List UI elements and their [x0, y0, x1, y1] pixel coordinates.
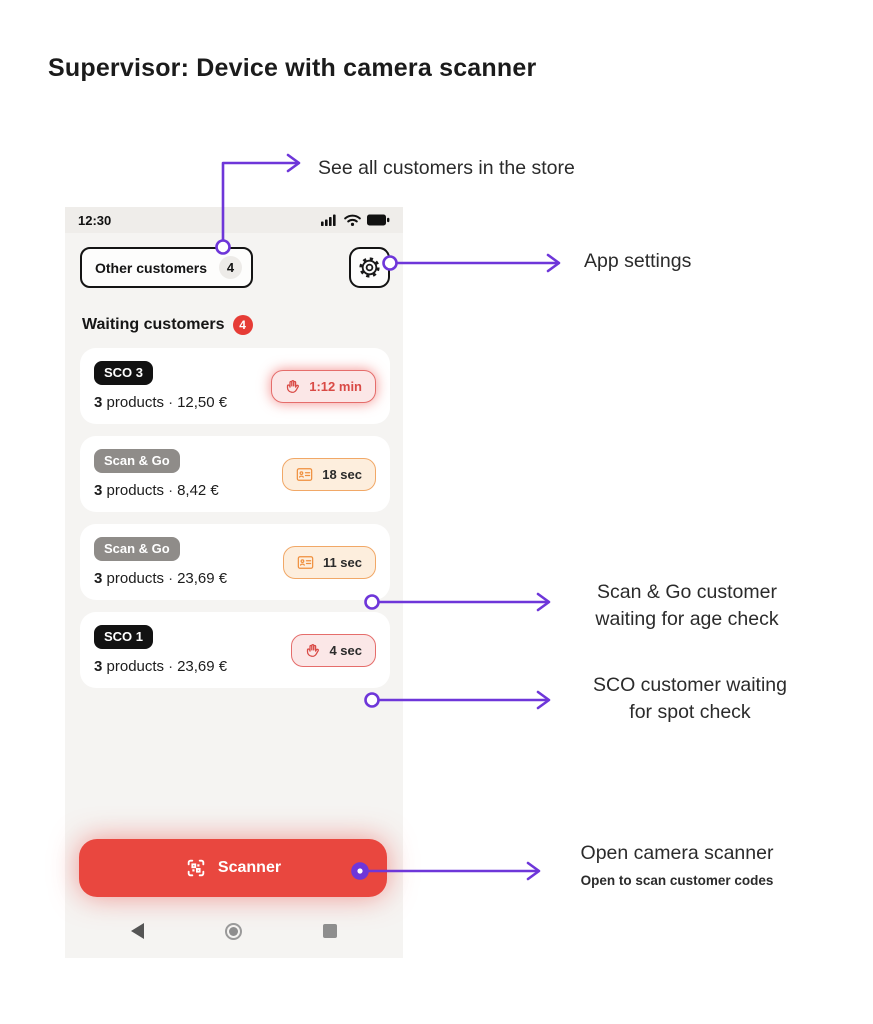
timer-value: 18 sec: [322, 466, 362, 482]
annotation-open-scanner-subtitle: Open to scan customer codes: [580, 873, 774, 888]
spot-check-timer: 4 sec: [291, 633, 376, 667]
annotation-spot-check-line2: for spot check: [629, 700, 751, 723]
signal-icon: [321, 214, 336, 226]
annotation-see-all: See all customers in the store: [318, 157, 575, 179]
annotation-app-settings: App settings: [584, 250, 692, 272]
annotation-age-check-line2: waiting for age check: [595, 607, 779, 630]
products-label: products: [106, 570, 165, 587]
annotation-spot-check-line1: SCO customer waiting: [593, 674, 787, 696]
products-label: products: [106, 394, 165, 411]
gear-icon: [359, 257, 380, 278]
battery-icon: [367, 214, 390, 226]
separator-dot: ·: [168, 570, 174, 587]
status-icons: [321, 214, 390, 226]
checkout-tag: SCO 1: [94, 625, 154, 649]
home-icon[interactable]: [225, 922, 242, 940]
card-info: Scan & Go 3 products·23,69 €: [94, 537, 227, 587]
qr-scanner-icon: [187, 859, 205, 877]
other-customers-label: Other customers: [95, 259, 208, 276]
products-line: 3 products·23,69 €: [94, 658, 227, 675]
price: 23,69 €: [177, 658, 228, 675]
age-check-timer: 11 sec: [282, 545, 376, 579]
recent-apps-icon[interactable]: [323, 924, 337, 938]
annotation-age-check: Scan & Go customer waiting for age check: [556, 579, 818, 633]
product-count: 3: [94, 658, 103, 675]
checkout-tag: SCO 3: [94, 361, 154, 385]
waiting-customers-count-badge: 4: [232, 315, 253, 335]
card-info: Scan & Go 3 products·8,42 €: [94, 449, 219, 499]
waiting-customers-title: Waiting customers: [82, 316, 225, 333]
product-count: 3: [94, 394, 103, 411]
settings-button[interactable]: [349, 247, 390, 288]
products-line: 3 products·8,42 €: [94, 482, 219, 499]
wifi-icon: [344, 214, 361, 226]
annotation-age-check-line1: Scan & Go customer: [597, 581, 777, 603]
price: 23,69 €: [177, 570, 228, 587]
product-count: 3: [94, 482, 103, 499]
checkout-tag: Scan & Go: [94, 449, 180, 473]
hand-icon: [307, 643, 320, 657]
timer-value: 11 sec: [322, 554, 362, 570]
scanner-button[interactable]: Scanner: [79, 839, 387, 897]
customer-card[interactable]: SCO 3 3 products·12,50 € 1:12 min: [80, 348, 390, 424]
age-check-timer: 18 sec: [282, 457, 376, 491]
checkout-tag: Scan & Go: [94, 537, 180, 561]
phone-header: Other customers 4: [65, 233, 403, 288]
timer-value: 4 sec: [329, 642, 362, 658]
separator-dot: ·: [168, 658, 174, 675]
status-bar: 12:30: [65, 207, 403, 233]
card-info: SCO 3 3 products·12,50 €: [94, 361, 227, 411]
scanner-button-label: Scanner: [217, 859, 282, 876]
product-count: 3: [94, 570, 103, 587]
other-customers-count-badge: 4: [219, 256, 243, 279]
waiting-customers-header: Waiting customers 4: [82, 315, 388, 335]
products-line: 3 products·23,69 €: [94, 570, 227, 587]
products-line: 3 products·12,50 €: [94, 394, 227, 411]
spot-check-timer: 1:12 min: [271, 369, 376, 403]
card-info: SCO 1 3 products·23,69 €: [94, 625, 227, 675]
back-icon[interactable]: [131, 923, 144, 939]
products-label: products: [106, 482, 165, 499]
customer-card[interactable]: Scan & Go 3 products·8,42 € 18 sec: [80, 436, 390, 512]
customer-card[interactable]: Scan & Go 3 products·23,69 € 11 sec: [80, 524, 390, 600]
hand-icon: [287, 379, 300, 393]
annotation-open-scanner: Open camera scanner Open to scan custome…: [546, 842, 808, 888]
home-icon-dot: [229, 926, 238, 936]
annotation-spot-check: SCO customer waiting for spot check: [552, 672, 828, 726]
separator-dot: ·: [168, 482, 174, 499]
status-time: 12:30: [78, 212, 112, 228]
customer-card[interactable]: SCO 1 3 products·23,69 € 4 sec: [80, 612, 390, 688]
timer-value: 1:12 min: [309, 378, 362, 394]
android-nav-bar: [65, 910, 403, 952]
annotation-open-scanner-title: Open camera scanner: [580, 842, 774, 864]
price: 12,50 €: [177, 394, 228, 411]
price: 8,42 €: [177, 482, 219, 499]
phone-mockup: 12:30 O: [65, 207, 403, 958]
other-customers-button[interactable]: Other customers 4: [80, 247, 254, 288]
customer-card-list: SCO 3 3 products·12,50 € 1:12 min Scan &…: [65, 348, 403, 688]
products-label: products: [106, 658, 165, 675]
separator-dot: ·: [168, 394, 174, 411]
id-card-icon: [297, 555, 314, 569]
page-title: Supervisor: Device with camera scanner: [48, 54, 537, 82]
id-card-icon: [296, 467, 313, 481]
